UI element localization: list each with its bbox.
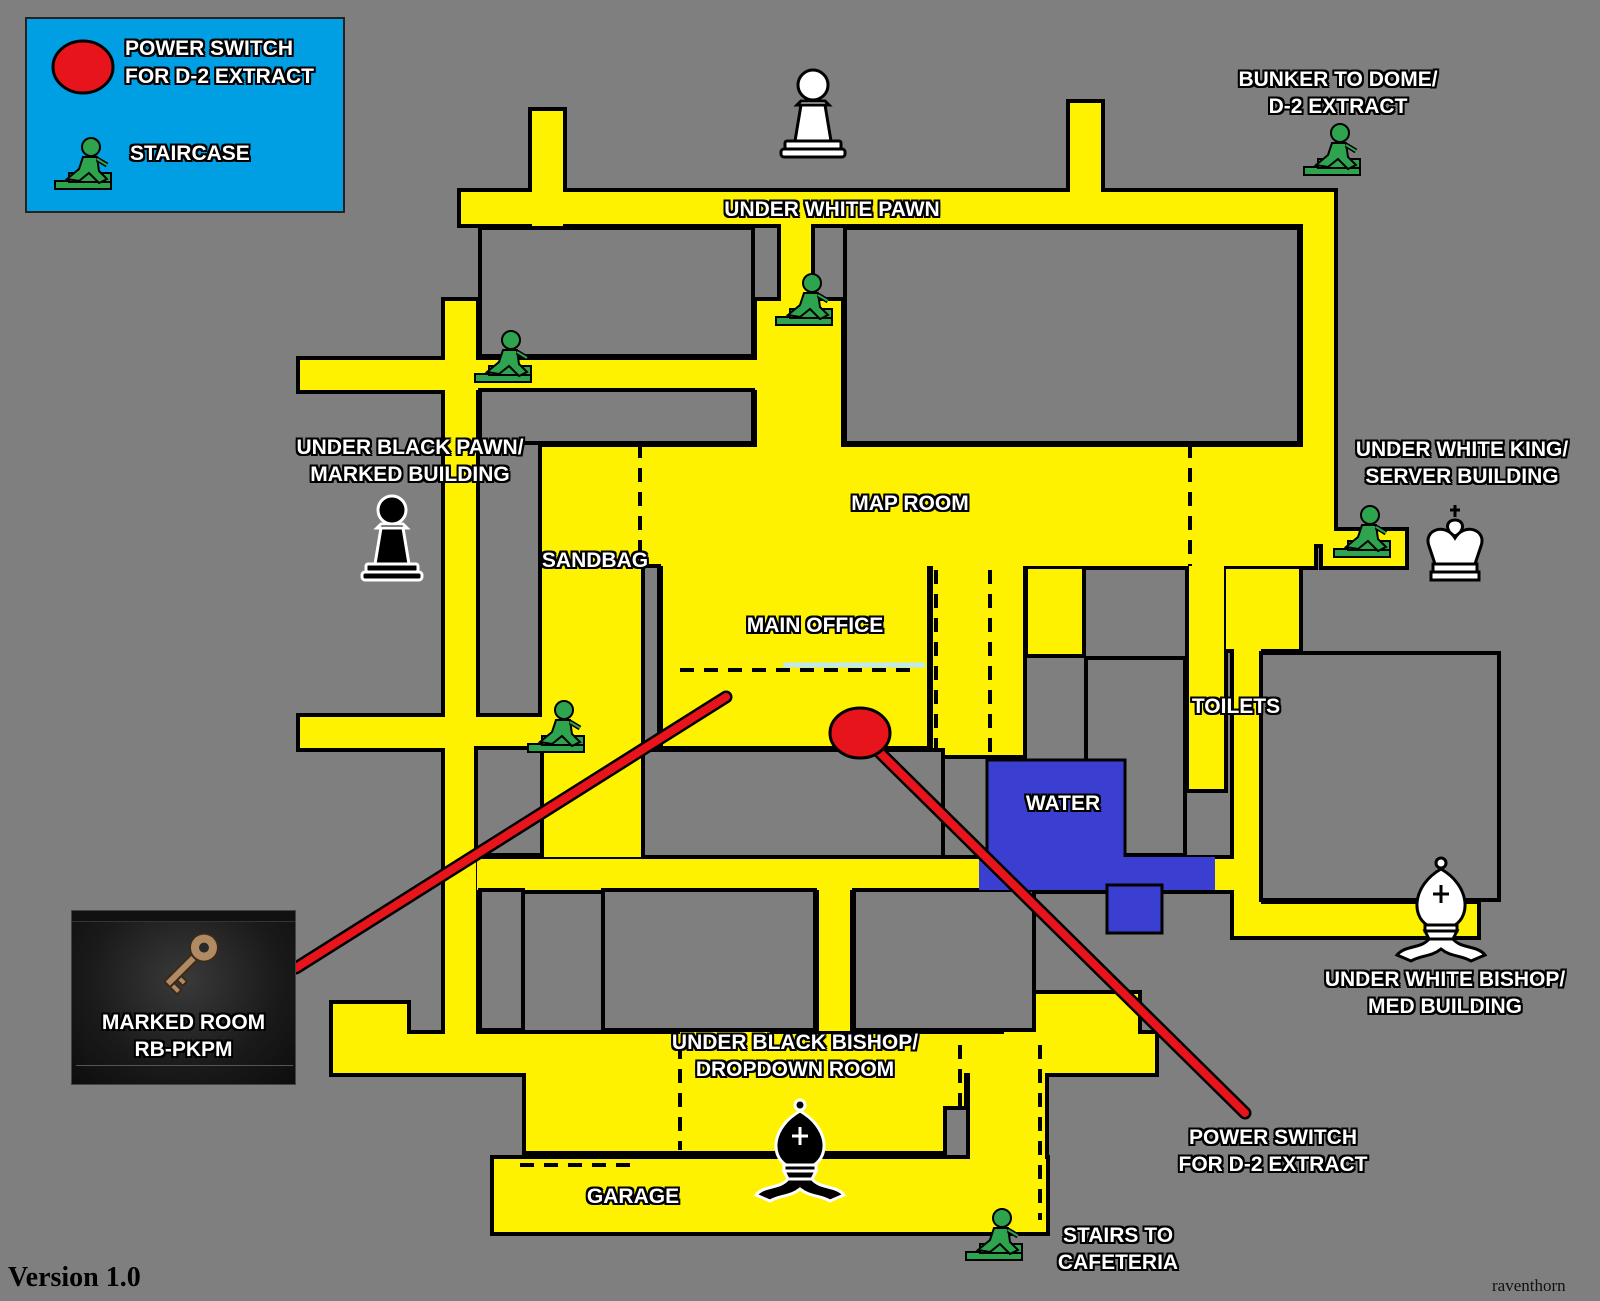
staircase-icon[interactable] [1304, 124, 1360, 175]
label-under-white-bishop: UNDER WHITE BISHOP/MED BUILDING [1324, 968, 1566, 1018]
key-card-divider [76, 1065, 293, 1066]
power-switch-marker[interactable] [828, 706, 892, 760]
key-card-header [72, 911, 295, 922]
label-garage: GARAGE [586, 1185, 680, 1208]
credit-label: raventhorn [1492, 1276, 1566, 1295]
label-under-white-pawn: UNDER WHITE PAWN [724, 198, 940, 221]
water-area [979, 758, 1215, 935]
legend-power-switch-label: POWER SWITCH FOR D-2 EXTRACT [125, 37, 314, 88]
white-king-icon [1426, 505, 1484, 582]
legend-panel: POWER SWITCH FOR D-2 EXTRACT STAIRCASE [25, 17, 345, 213]
key-icon [162, 932, 219, 996]
marked-room-key-card[interactable]: MARKED ROOM RB-PKPM [71, 910, 296, 1085]
legend-staircase-label: STAIRCASE [130, 142, 250, 165]
white-pawn-icon [779, 68, 847, 159]
label-under-white-king: UNDER WHITE KING/SERVER BUILDING [1355, 438, 1569, 488]
staircase-legend-icon [49, 131, 119, 201]
black-pawn-icon [360, 494, 424, 582]
door-lines [520, 444, 1192, 1220]
power-switch-legend-icon [51, 39, 115, 95]
label-bunker-to-dome: BUNKER TO DOME/D-2 EXTRACT [1238, 68, 1438, 118]
label-sandbag: SANDBAG [541, 549, 649, 572]
label-under-black-pawn: UNDER BLACK PAWN/MARKED BUILDING [296, 436, 524, 486]
black-bishop-icon [753, 1098, 847, 1203]
key-card-title: MARKED ROOM RB-PKPM [101, 1011, 266, 1061]
white-bishop-icon [1394, 856, 1488, 963]
label-under-black-bishop: UNDER BLACK BISHOP/DROPDOWN ROOM [671, 1031, 919, 1081]
label-map-room: MAP ROOM [851, 492, 969, 515]
corridor-fill [300, 103, 1477, 1232]
label-main-office: MAIN OFFICE [746, 614, 884, 637]
version-label: Version 1.0 [8, 1262, 141, 1293]
power-switch-pointer [856, 729, 1249, 1117]
label-water: WATER [1025, 792, 1101, 815]
interior-walls [474, 226, 1501, 1032]
marked-room-pointer [292, 693, 730, 972]
label-toilets: TOILETS [1191, 695, 1281, 718]
